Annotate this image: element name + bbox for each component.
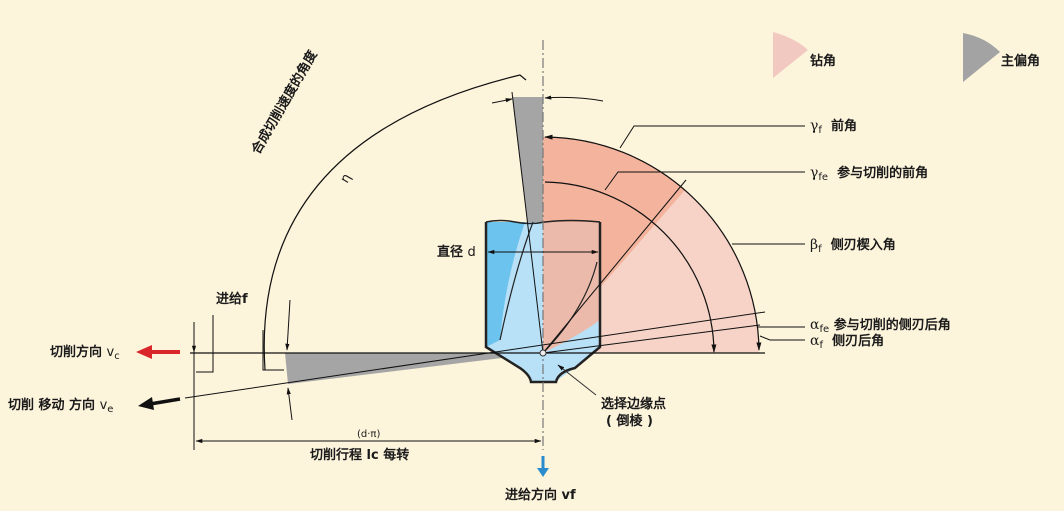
main-angle-zone-left — [285, 353, 543, 384]
alpha-fe-text: 参与切削的侧刃后角 — [833, 318, 951, 333]
cutting-travel-formula: (d·π) — [357, 429, 381, 440]
alpha-symbol: α — [810, 317, 820, 333]
label-gamma-f: γf 前角 — [810, 119, 857, 136]
feed-label: 进给f — [216, 292, 248, 307]
legend-drill-angle-label: 钻角 — [810, 54, 837, 69]
subscript: e — [107, 404, 114, 415]
cutting-direction-arrow — [136, 345, 180, 359]
v-symbol: v — [106, 345, 115, 360]
selected-point-leader — [557, 364, 597, 396]
subscript: f — [819, 340, 823, 351]
feed-direction-arrow — [537, 456, 549, 477]
label-beta-f: βf 侧刃楔入角 — [810, 238, 896, 255]
beta-f-text: 侧刃楔入角 — [830, 238, 896, 253]
cutting-direction-label: 切削方向 vc — [50, 346, 120, 362]
subscript: fe — [819, 324, 830, 335]
selected-point-sublabel: ( 倒棱 ) — [606, 414, 653, 429]
gamma-f-text: 前角 — [830, 119, 857, 134]
cutting-direction-text: 切削方向 — [50, 345, 103, 360]
gamma-symbol: γ — [810, 165, 819, 181]
subscript: f — [818, 244, 822, 255]
effective-direction-arrow — [138, 397, 181, 410]
subscript: f — [818, 125, 822, 136]
gamma-symbol: γ — [810, 118, 819, 134]
effective-direction-text: 切削 移动 方向 — [8, 398, 96, 413]
effective-direction-label: 切削 移动 方向 ve — [8, 399, 113, 415]
legend-main-angle-swatch — [963, 33, 1000, 82]
cutting-travel-label: 切削行程 lc 每转 — [310, 448, 410, 463]
gamma-fe-text: 参与切削的前角 — [837, 166, 929, 181]
alpha-f-text: 侧刃后角 — [832, 334, 885, 349]
eta-arc — [263, 74, 527, 371]
legend-drill-angle-swatch — [773, 32, 808, 78]
diameter-symbol: d — [467, 245, 476, 260]
legend-main-angle-label: 主偏角 — [1001, 54, 1041, 69]
beta-symbol: β — [810, 237, 819, 253]
subscript: fe — [818, 172, 829, 183]
gamma-f-arc — [544, 134, 762, 351]
selected-point-label: 选择边缘点 — [601, 397, 667, 412]
diameter-text: 直径 — [437, 245, 464, 260]
gamma-fe-arc — [544, 181, 717, 353]
label-alpha-fe: αfe 参与切削的侧刃后角 — [810, 318, 951, 335]
label-alpha-f: αf 侧刃后角 — [810, 334, 884, 351]
v-symbol: v — [99, 398, 108, 413]
diameter-label: 直径 d — [437, 246, 476, 259]
feed-direction-label: 进给方向 vf — [505, 488, 576, 503]
subscript: c — [114, 351, 120, 362]
label-gamma-fe: γfe 参与切削的前角 — [810, 166, 928, 183]
alpha-symbol: α — [810, 333, 820, 349]
